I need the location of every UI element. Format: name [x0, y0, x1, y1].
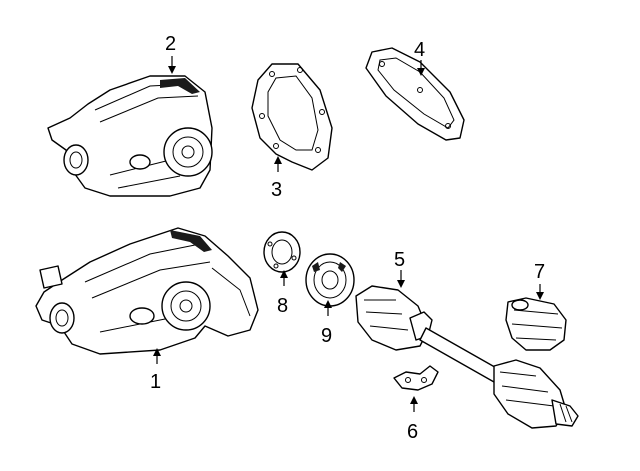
callout-6-label: 6 [407, 421, 418, 443]
callout-2-label: 2 [165, 33, 176, 55]
part-6-clip[interactable] [393, 365, 439, 391]
callout-5: 5 [394, 249, 405, 288]
callout-8-label: 8 [277, 295, 288, 317]
part-2-differential-carrier[interactable] [47, 75, 213, 197]
callout-9-label: 9 [321, 325, 332, 347]
part-5-axle-shaft[interactable] [355, 285, 579, 429]
callout-9: 9 [321, 300, 332, 347]
callout-1-label: 1 [150, 371, 161, 393]
part-7-cv-boot[interactable] [505, 297, 567, 351]
callout-7-label: 7 [534, 261, 545, 283]
callout-4-label: 4 [414, 39, 425, 61]
callout-8: 8 [277, 270, 288, 317]
callout-2: 2 [165, 33, 176, 74]
part-3-differential-cover[interactable] [251, 63, 333, 171]
callout-5-label: 5 [394, 249, 405, 271]
callout-3-label: 3 [271, 179, 282, 201]
part-9-output-flange[interactable] [305, 253, 355, 307]
callout-6: 6 [407, 396, 418, 443]
part-1-differential-assembly[interactable] [35, 227, 259, 355]
callout-3: 3 [271, 156, 282, 201]
part-4-mounting-bracket[interactable] [365, 47, 465, 141]
part-8-seal[interactable] [263, 231, 301, 273]
callout-4: 4 [414, 39, 425, 76]
callout-7: 7 [534, 261, 545, 300]
callout-1: 1 [150, 348, 161, 393]
